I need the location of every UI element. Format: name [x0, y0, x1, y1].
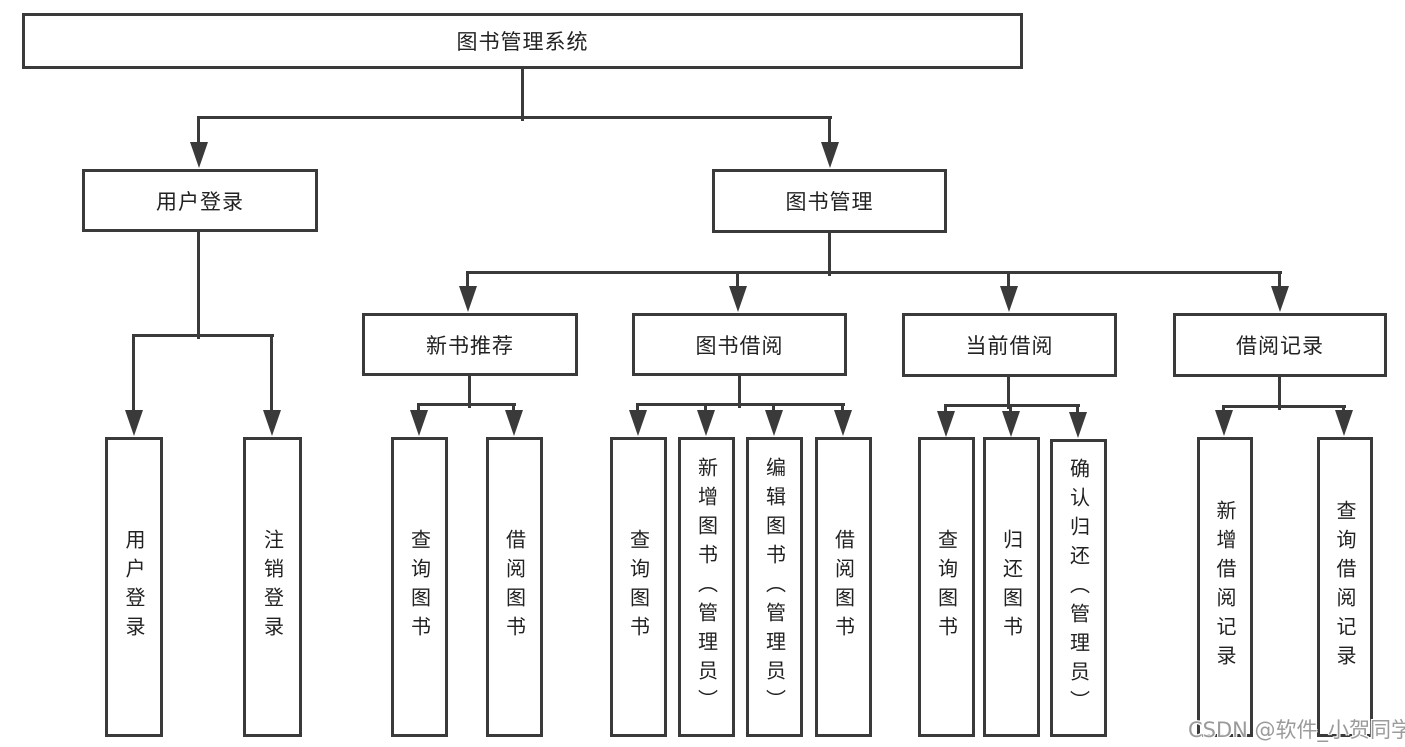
node-label: 注销登录: [260, 529, 285, 645]
arrow-down-icon: [765, 410, 783, 436]
arrow-down-icon: [1069, 412, 1087, 438]
leaf-confirm-return-admin: 确认归还（管理员）: [1050, 439, 1107, 737]
arrow-down-icon: [1002, 411, 1020, 437]
node-label: 编辑图书（管理员）: [762, 456, 787, 718]
connector-line: [197, 232, 200, 339]
leaf-user-login: 用户登录: [105, 437, 163, 737]
connector-line: [417, 403, 516, 406]
connector-line: [738, 376, 741, 408]
node-label: 查询图书: [934, 529, 959, 645]
csdn-watermark: CSDN @软件_小贺同学: [1188, 718, 1405, 742]
leaf-add-books-admin: 新增图书（管理员）: [678, 437, 735, 737]
arrow-down-icon: [410, 410, 428, 436]
connector-line: [197, 116, 832, 119]
arrow-shaft: [466, 273, 469, 292]
arrow-shaft: [828, 118, 831, 148]
arrow-shaft: [736, 273, 739, 292]
leaf-query-books-current: 查询图书: [918, 437, 975, 737]
arrow-down-icon: [821, 142, 839, 168]
node-new-book-recommendation: 新书推荐: [362, 313, 578, 376]
node-label: 归还图书: [999, 529, 1024, 645]
leaf-borrow-books: 借阅图书: [815, 437, 872, 737]
leaf-query-books-recommend: 查询图书: [391, 437, 448, 737]
connector-line: [132, 334, 274, 337]
connector-line: [466, 271, 1282, 274]
leaf-add-borrow-record: 新增借阅记录: [1197, 437, 1253, 737]
arrow-down-icon: [125, 410, 143, 436]
node-book-borrowing: 图书借阅: [632, 313, 847, 376]
arrow-shaft: [1007, 273, 1010, 292]
leaf-edit-books-admin: 编辑图书（管理员）: [746, 437, 803, 737]
arrow-down-icon: [459, 286, 477, 312]
arrow-shaft: [197, 118, 200, 148]
connector-line: [944, 404, 1080, 407]
node-label: 借阅图书: [502, 529, 527, 645]
node-label: 新增图书（管理员）: [694, 456, 719, 718]
arrow-shaft: [132, 336, 135, 416]
node-label: 查询图书: [407, 529, 432, 645]
node-label: 确认归还（管理员）: [1066, 457, 1091, 719]
node-label: 查询借阅记录: [1333, 500, 1357, 674]
arrow-down-icon: [190, 142, 208, 168]
node-label: 用户登录: [156, 189, 244, 214]
node-label: 图书管理系统: [456, 30, 589, 54]
arrow-down-icon: [1000, 286, 1018, 312]
node-label: 借阅记录: [1236, 334, 1324, 358]
leaf-query-borrow-record: 查询借阅记录: [1317, 437, 1373, 737]
arrow-down-icon: [1335, 410, 1353, 436]
connector-line: [521, 69, 524, 121]
leaf-query-books-borrow: 查询图书: [610, 437, 667, 737]
arrow-down-icon: [729, 286, 747, 312]
connector-line: [636, 403, 845, 406]
node-label: 查询图书: [626, 529, 651, 645]
node-label: 图书借阅: [695, 333, 784, 358]
leaf-return-books: 归还图书: [983, 437, 1040, 737]
leaf-borrow-books-recommend: 借阅图书: [486, 437, 543, 737]
node-book-management-branch: 图书管理: [712, 169, 947, 233]
node-label: 新增借阅记录: [1213, 500, 1237, 674]
node-label: 用户登录: [122, 529, 146, 645]
node-borrowing-records: 借阅记录: [1173, 313, 1387, 377]
arrow-shaft: [270, 336, 273, 416]
node-current-borrowing: 当前借阅: [902, 313, 1117, 377]
node-label: 新书推荐: [426, 333, 514, 358]
node-user-login-branch: 用户登录: [82, 169, 318, 232]
node-label: 借阅图书: [831, 529, 856, 645]
node-label: 图书管理: [785, 190, 874, 214]
arrow-down-icon: [263, 410, 281, 436]
arrow-down-icon: [505, 410, 523, 436]
leaf-logout: 注销登录: [243, 437, 302, 737]
arrow-down-icon: [1215, 410, 1233, 436]
connector-line: [1278, 377, 1281, 410]
arrow-down-icon: [834, 410, 852, 436]
node-label: 当前借阅: [965, 334, 1054, 358]
arrow-shaft: [1278, 273, 1281, 292]
arrow-down-icon: [697, 410, 715, 436]
node-library-management-system: 图书管理系统: [22, 13, 1023, 69]
arrow-down-icon: [937, 411, 955, 437]
arrow-down-icon: [629, 410, 647, 436]
connector-line: [1007, 377, 1010, 409]
connector-line: [468, 376, 471, 408]
arrow-down-icon: [1271, 286, 1289, 312]
connector-line: [1222, 405, 1346, 408]
connector-line: [828, 233, 831, 276]
